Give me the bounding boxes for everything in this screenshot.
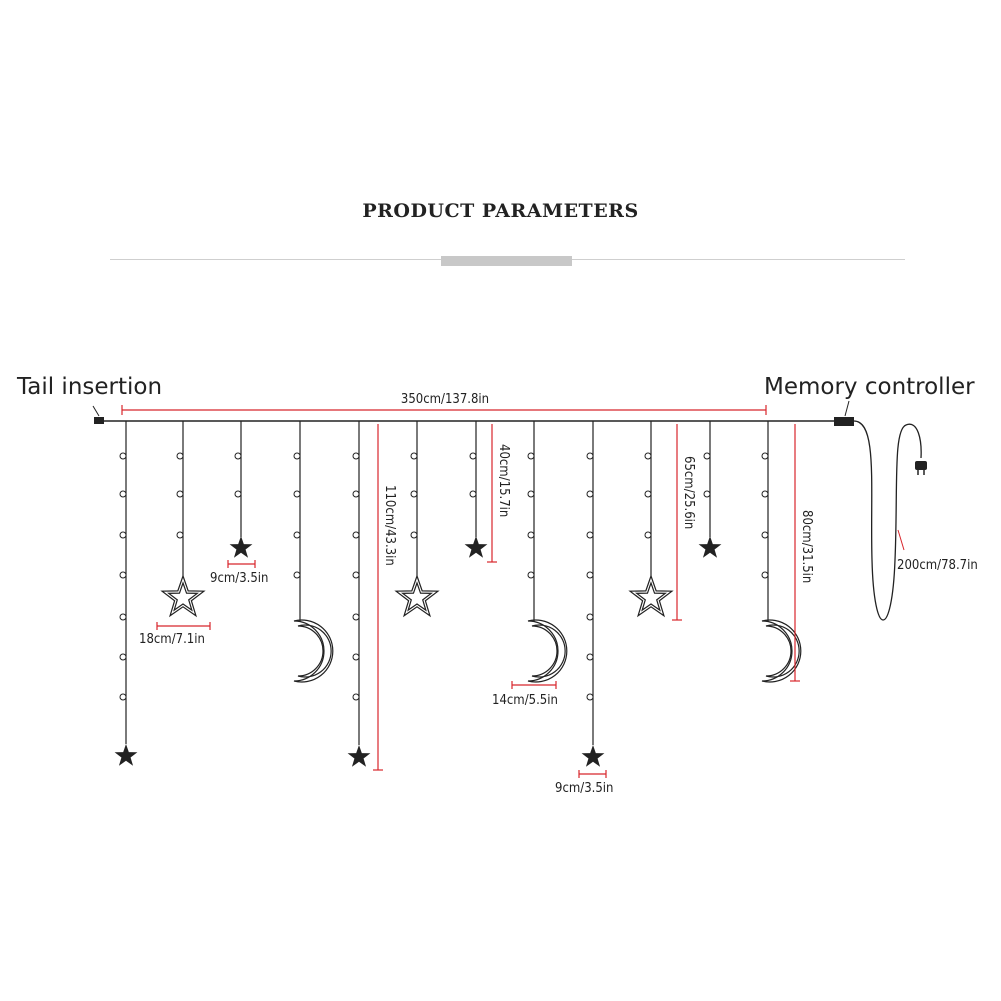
led-bead xyxy=(469,490,477,498)
led-bead xyxy=(586,613,594,621)
moon-outline-icon xyxy=(293,619,334,683)
led-bead xyxy=(469,452,477,460)
led-bead xyxy=(293,490,301,498)
power-cable xyxy=(853,420,922,621)
led-bead xyxy=(586,571,594,579)
led-bead xyxy=(410,490,418,498)
controller-pointer xyxy=(844,400,850,417)
led-bead xyxy=(761,531,769,539)
led-bead xyxy=(410,531,418,539)
star-icon xyxy=(581,745,605,767)
led-bead xyxy=(293,571,301,579)
led-bead xyxy=(703,490,711,498)
led-bead xyxy=(586,452,594,460)
led-bead xyxy=(352,531,360,539)
led-bead xyxy=(761,452,769,460)
led-bead xyxy=(527,452,535,460)
led-bead xyxy=(119,693,127,701)
width-dim-label: 350cm/137.8in xyxy=(401,392,489,407)
moon-outline-icon xyxy=(527,619,568,683)
star-outline-icon xyxy=(395,575,439,617)
led-bead xyxy=(644,452,652,460)
led-bead xyxy=(527,490,535,498)
led-bead xyxy=(761,571,769,579)
led-bead xyxy=(352,613,360,621)
led-bead xyxy=(644,531,652,539)
led-bead xyxy=(119,613,127,621)
led-bead xyxy=(176,531,184,539)
led-bead xyxy=(586,490,594,498)
led-bead xyxy=(119,571,127,579)
memory-controller-label: Memory controller xyxy=(764,374,975,400)
star-icon xyxy=(464,536,488,558)
star-icon xyxy=(229,536,253,558)
led-bead xyxy=(352,490,360,498)
led-bead xyxy=(176,452,184,460)
led-bead xyxy=(119,531,127,539)
led-bead xyxy=(586,531,594,539)
led-bead xyxy=(119,653,127,661)
led-bead xyxy=(234,452,242,460)
led-bead xyxy=(352,653,360,661)
led-bead xyxy=(293,452,301,460)
star-outline-icon xyxy=(629,575,673,617)
drop-65-dim-label: 65cm/25.6in xyxy=(681,456,696,529)
star-icon xyxy=(347,745,371,767)
tail-insertion-label: Tail insertion xyxy=(16,374,162,400)
led-bead xyxy=(119,490,127,498)
led-bead xyxy=(527,571,535,579)
moon-dim-label: 14cm/5.5in xyxy=(492,693,558,708)
cable-dim-pointer xyxy=(897,529,905,551)
star-small-b-dim-label: 9cm/3.5in xyxy=(555,781,613,796)
led-bead xyxy=(761,490,769,498)
cable-dim-label: 200cm/78.7in xyxy=(897,558,978,573)
led-bead xyxy=(586,693,594,701)
led-bead xyxy=(352,571,360,579)
tail-pointer xyxy=(92,405,100,417)
tail-connector xyxy=(94,417,104,424)
star-icon xyxy=(698,536,722,558)
led-bead xyxy=(703,452,711,460)
led-bead xyxy=(527,531,535,539)
page-title: PRODUCT PARAMETERS xyxy=(362,200,639,222)
drop-40-dim-label: 40cm/15.7in xyxy=(496,444,511,517)
memory-controller-box xyxy=(834,417,854,426)
star-small-a-dim-label: 9cm/3.5in xyxy=(210,571,268,586)
led-bead xyxy=(119,452,127,460)
drop-110-dim-label: 110cm/43.3in xyxy=(382,485,397,566)
led-bead xyxy=(293,531,301,539)
star-large-dim-label: 18cm/7.1in xyxy=(139,632,205,647)
plug-icon xyxy=(915,461,927,475)
star-icon xyxy=(114,744,138,766)
led-bead xyxy=(234,490,242,498)
led-bead xyxy=(352,452,360,460)
led-bead xyxy=(410,452,418,460)
star-outline-icon xyxy=(161,575,205,617)
led-bead xyxy=(176,490,184,498)
drop-80-dim-label: 80cm/31.5in xyxy=(799,510,814,583)
title-divider-accent xyxy=(441,256,572,266)
led-bead xyxy=(352,693,360,701)
led-bead xyxy=(644,490,652,498)
led-bead xyxy=(586,653,594,661)
